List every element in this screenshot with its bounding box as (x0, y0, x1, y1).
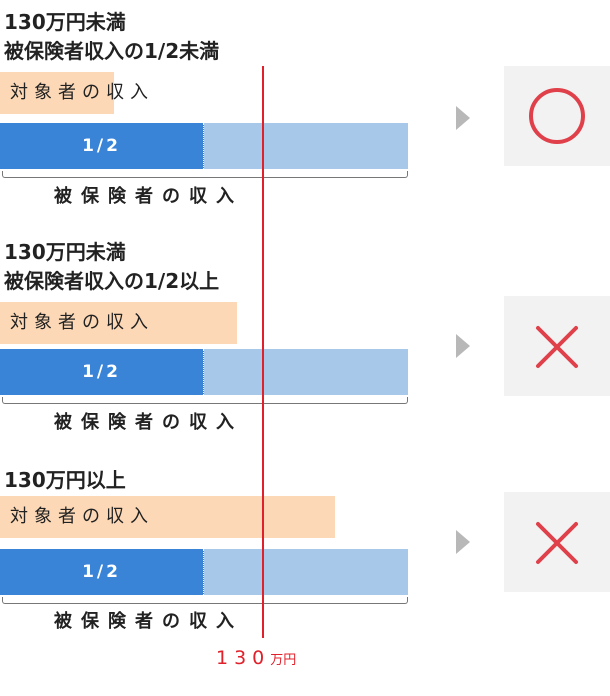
result-box (504, 296, 610, 396)
threshold-label: 130万円 (216, 647, 296, 669)
insured-income-bar: 1/2 (0, 123, 408, 169)
dependent-income-label: 対象者の収入 (10, 82, 154, 103)
arrow-right-icon (456, 334, 470, 358)
insured-half-segment: 1/2 (0, 549, 204, 595)
dependent-income-bar: 対象者の収入 (0, 72, 148, 114)
case-heading: 130万円未満 被保険者収入の1/2未満 (4, 8, 219, 66)
insured-bracket (2, 171, 408, 178)
case-heading: 130万円以上 (4, 466, 126, 495)
insured-bracket (2, 597, 408, 604)
cross-icon (536, 522, 578, 564)
result-box (504, 66, 610, 166)
case-3: 130万円以上 対象者の収入 1/2 被保険者の収入 (0, 466, 610, 696)
result-box (504, 492, 610, 592)
insured-bracket (2, 397, 408, 404)
insured-income-bar: 1/2 (0, 549, 408, 595)
dependent-income-label: 対象者の収入 (10, 312, 154, 333)
case-heading-line1: 130万円以上 (4, 468, 126, 492)
cross-icon (536, 326, 578, 368)
case-2: 130万円未満 被保険者収入の1/2以上 対象者の収入 1/2 被保険者の収入 (0, 238, 610, 468)
insured-income-bar: 1/2 (0, 349, 408, 395)
case-heading-line2: 被保険者収入の1/2以上 (4, 269, 220, 293)
dependent-income-bar: 対象者の収入 (0, 496, 335, 538)
insured-income-label: 被保険者の収入 (54, 611, 243, 632)
insured-half-segment: 1/2 (0, 123, 204, 169)
threshold-line (262, 66, 264, 638)
dependent-income-label: 対象者の収入 (10, 506, 154, 527)
threshold-value: 130 (216, 647, 271, 669)
circle-icon (529, 88, 585, 144)
case-heading-line1: 130万円未満 (4, 240, 126, 264)
case-heading-line2: 被保険者収入の1/2未満 (4, 39, 220, 63)
insured-income-label: 被保険者の収入 (54, 412, 243, 433)
insured-half-segment: 1/2 (0, 349, 204, 395)
dependent-income-bar: 対象者の収入 (0, 302, 237, 344)
case-heading-line1: 130万円未満 (4, 10, 126, 34)
case-1: 130万円未満 被保険者収入の1/2未満 対象者の収入 1/2 被保険者の収入 (0, 8, 610, 238)
case-heading: 130万円未満 被保険者収入の1/2以上 (4, 238, 219, 296)
insured-income-label: 被保険者の収入 (54, 186, 243, 207)
arrow-right-icon (456, 106, 470, 130)
threshold-unit: 万円 (270, 653, 297, 668)
arrow-right-icon (456, 530, 470, 554)
